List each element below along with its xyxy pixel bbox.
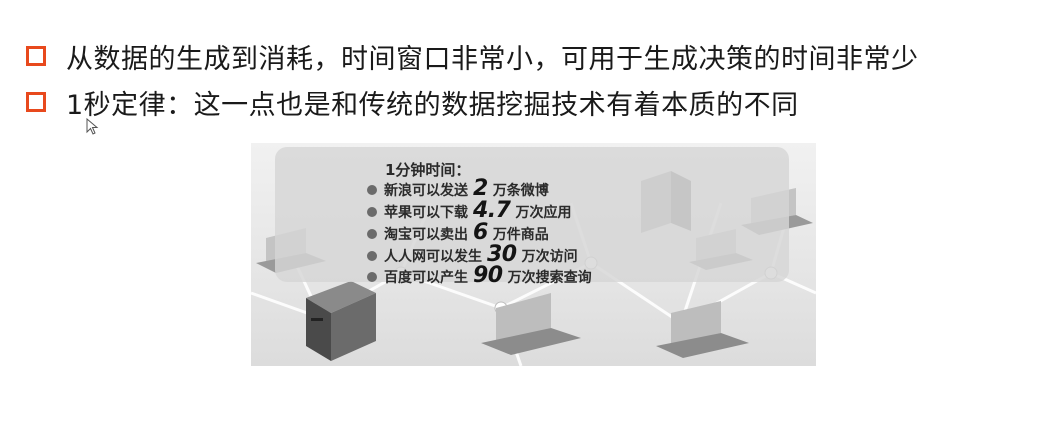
- square-bullet-icon: [26, 92, 46, 112]
- stat-value: 90: [473, 263, 503, 288]
- stat-row: 人人网可以发生 30 万次访问: [367, 242, 578, 267]
- stat-row: 百度可以产生 90 万次搜索查询: [367, 263, 592, 288]
- bullet-dot-icon: [367, 229, 377, 239]
- panel-title: 1分钟时间：: [385, 161, 471, 179]
- square-bullet-icon: [26, 46, 46, 66]
- stat-unit: 万次访问: [521, 249, 578, 265]
- stat-value: 2: [473, 176, 488, 201]
- mouse-pointer-icon: [86, 118, 99, 135]
- stat-label: 人人网可以发生: [384, 249, 482, 265]
- stat-label: 百度可以产生: [384, 270, 468, 286]
- stat-value: 4.7: [473, 198, 511, 223]
- stat-row: 淘宝可以卖出 6 万件商品: [367, 220, 549, 245]
- bullet-item: 1秒定律：这一点也是和传统的数据挖掘技术有着本质的不同: [26, 82, 799, 122]
- stat-label: 淘宝可以卖出: [384, 227, 468, 243]
- bullet-dot-icon: [367, 272, 377, 282]
- stat-unit: 万件商品: [492, 227, 549, 243]
- stat-row: 新浪可以发送 2 万条微博: [367, 176, 549, 201]
- stat-label: 苹果可以下载: [384, 205, 468, 221]
- stat-row: 苹果可以下载 4.7 万次应用: [367, 198, 572, 223]
- bullet-item: 从数据的生成到消耗，时间窗口非常小，可用于生成决策的时间非常少: [26, 36, 919, 76]
- stat-unit: 万次应用: [515, 205, 572, 221]
- computer-tower-icon: [306, 281, 376, 361]
- stat-value: 30: [487, 242, 517, 267]
- network-figure: 1分钟时间： 新浪可以发送 2 万条微博 苹果可以下载 4.7 万次应用 淘宝可…: [251, 143, 816, 366]
- bullet-text: 1秒定律：这一点也是和传统的数据挖掘技术有着本质的不同: [66, 89, 799, 121]
- bullet-dot-icon: [367, 185, 377, 195]
- stat-unit: 万次搜索查询: [507, 270, 592, 286]
- stats-panel: 1分钟时间： 新浪可以发送 2 万条微博 苹果可以下载 4.7 万次应用 淘宝可…: [275, 147, 789, 287]
- stat-label: 新浪可以发送: [384, 183, 468, 199]
- stat-unit: 万条微博: [492, 183, 549, 199]
- bullet-dot-icon: [367, 207, 377, 217]
- bullet-dot-icon: [367, 251, 377, 261]
- stat-value: 6: [473, 220, 488, 245]
- bullet-text: 从数据的生成到消耗，时间窗口非常小，可用于生成决策的时间非常少: [66, 43, 919, 75]
